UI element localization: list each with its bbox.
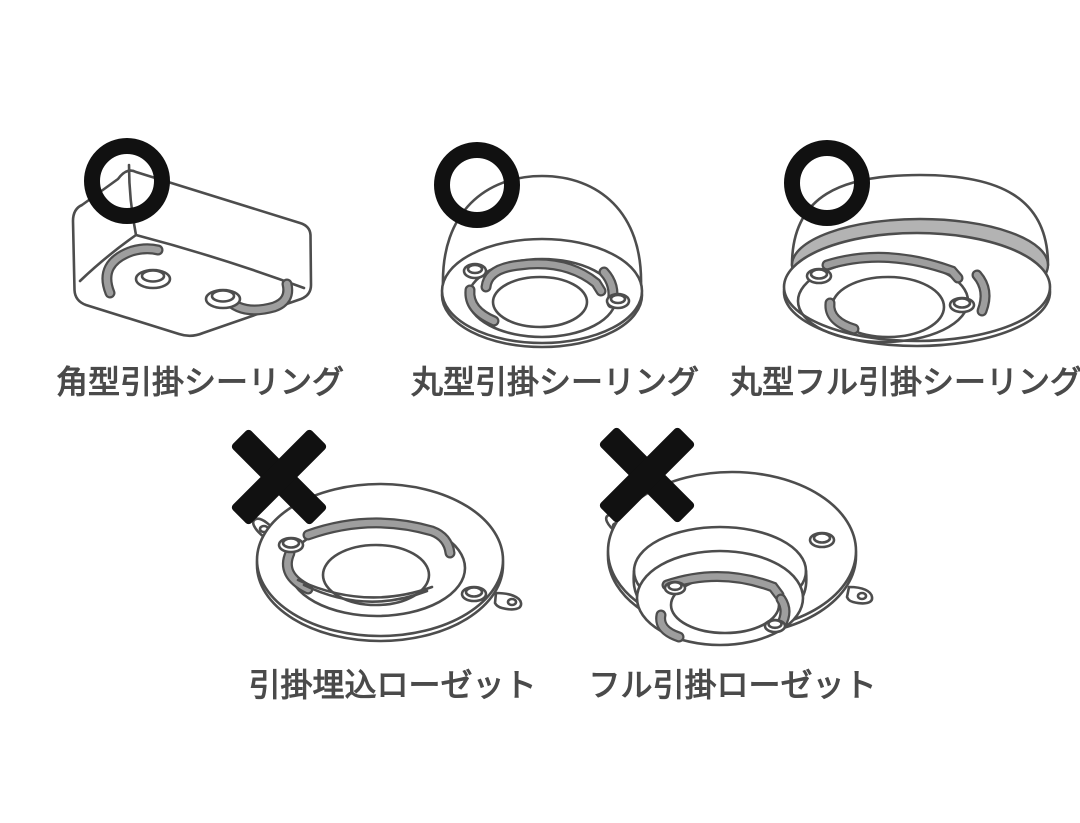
round-hook-ceiling-illustration <box>440 174 644 349</box>
ng-cross-icon <box>236 434 322 520</box>
square-hook-ceiling-illustration <box>71 163 313 338</box>
recessed-hook-rosette-illustration <box>251 482 523 643</box>
ng-cross-icon <box>604 432 690 518</box>
item-label: 丸型フル引掛シーリング <box>730 364 1080 400</box>
ok-circle-icon <box>434 142 520 228</box>
ok-circle-icon <box>784 140 870 226</box>
item-recessed-hook-rosette: 引掛埋込ローゼット <box>220 420 565 710</box>
item-round-full-hook-ceiling: 丸型フル引掛シーリング <box>730 130 1080 410</box>
item-label: フル引掛ローゼット <box>588 667 877 703</box>
item-label: 丸型引掛シーリング <box>410 364 699 400</box>
item-round-hook-ceiling: 丸型引掛シーリング <box>390 130 720 410</box>
item-label: 角型引掛シーリング <box>55 364 344 400</box>
full-hook-rosette-illustration <box>604 470 874 647</box>
item-label: 引掛埋込ローゼット <box>248 667 537 703</box>
item-square-hook-ceiling: 角型引掛シーリング <box>30 130 370 410</box>
item-full-hook-rosette: フル引掛ローゼット <box>565 420 900 710</box>
ok-circle-icon <box>84 138 170 224</box>
round-full-hook-ceiling-illustration <box>782 173 1052 348</box>
